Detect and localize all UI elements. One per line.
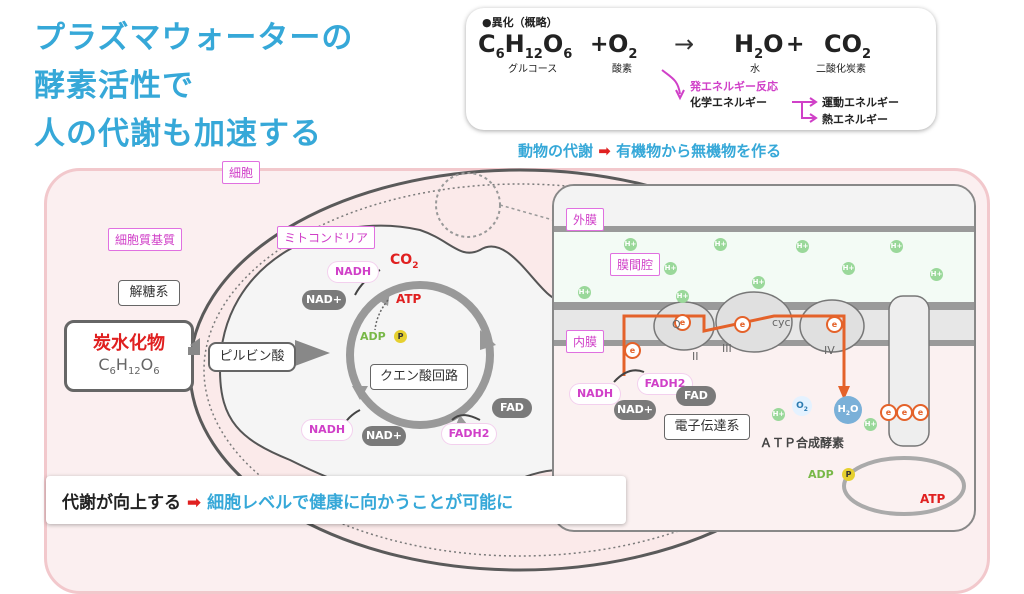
h-ion-icon: H+ <box>752 276 765 289</box>
complex-iii-label: III <box>722 342 732 355</box>
carbohydrate-formula: C6H12O6 <box>98 355 160 378</box>
nadh-top-pill: NADH <box>328 262 378 282</box>
h-ion-icon: H+ <box>796 240 809 253</box>
mitochondria-label: ミトコンドリア <box>277 226 376 249</box>
nad-top-pill: NAD+ <box>302 290 346 310</box>
h-ion-icon: H+ <box>664 262 677 275</box>
glycolysis-box: 解糖系 <box>118 280 180 306</box>
reaction-arrow: → <box>674 30 695 58</box>
adp-membrane: ADP <box>808 468 834 481</box>
h-ion-icon: H+ <box>772 408 785 421</box>
banner-right-text: 細胞レベルで健康に向かうことが可能に <box>207 493 514 513</box>
catabolism-box: ●異化（概略） C6H12O6 グルコース + O2 酸素 → H2O 水 + … <box>466 8 936 130</box>
h-ion-icon: H+ <box>676 290 689 303</box>
title-line-3: 人の代謝も加速する <box>34 116 322 152</box>
h-ion-icon: H+ <box>714 238 727 251</box>
atp-mito: ATP <box>396 292 422 306</box>
banner-left-text: 代謝が向上する <box>62 493 181 513</box>
nadh-bottom-pill: NADH <box>302 420 352 440</box>
animal-metabolism-result: 有機物から無機物を作る <box>616 142 782 160</box>
catabolism-header: ●異化（概略） <box>482 16 558 29</box>
atp-synthase-label: ＡＴＰ合成酵素 <box>760 436 845 450</box>
h-ion-icon: H+ <box>624 238 637 251</box>
electron-icon: e <box>826 316 843 333</box>
glucose-label: グルコース <box>508 64 558 75</box>
plus-sign-2: + <box>786 32 805 57</box>
fadh2-mito-pill: FADH2 <box>442 424 496 444</box>
phosphate-icon: P <box>394 330 407 343</box>
membrane-zoom-panel <box>552 184 976 532</box>
animal-metabolism-line: 動物の代謝 ➡ 有機物から無機物を作る <box>518 140 781 161</box>
electron-icon: e <box>880 404 897 421</box>
bottom-banner: 代謝が向上する ➡ 細胞レベルで健康に向かうことが可能に <box>46 476 626 524</box>
phosphate-icon: P <box>842 468 855 481</box>
h-ion-icon: H+ <box>842 262 855 275</box>
etc-box: 電子伝達系 <box>664 414 750 440</box>
fad-membrane-pill: FAD <box>676 386 716 406</box>
outer-membrane-label: 外膜 <box>566 208 605 231</box>
oxygen-label: 酸素 <box>612 64 632 75</box>
title-line-2: 酵素活性で <box>34 68 194 104</box>
nad-bottom-pill: NAD+ <box>362 426 406 446</box>
chemical-energy-label: 化学エネルギー <box>690 96 767 109</box>
title-line-1: プラズマウォーターの <box>34 20 354 56</box>
adp-mito: ADP <box>360 330 386 343</box>
heat-energy-label: 熱エネルギー <box>822 113 888 126</box>
glucose-formula: C6H12O6 <box>478 30 573 62</box>
co2-label: 二酸化炭素 <box>816 64 866 75</box>
complex-ii-label: II <box>692 350 699 363</box>
pyruvate-box: ピルビン酸 <box>208 342 296 372</box>
complex-iv-label: IV <box>824 344 835 357</box>
h-ion-icon: H+ <box>890 240 903 253</box>
animal-metabolism-label: 動物の代謝 <box>518 142 594 160</box>
electron-icon: e <box>674 314 691 331</box>
o2-molecule: O2 <box>792 396 812 416</box>
membrane-illustration <box>554 186 974 516</box>
nad-membrane-pill: NAD+ <box>614 400 656 420</box>
h-ion-icon: H+ <box>578 286 591 299</box>
nadh-membrane-pill: NADH <box>570 384 620 404</box>
cytoplasm-label: 細胞質基質 <box>108 228 183 251</box>
atp-membrane: ATP <box>920 492 946 506</box>
h-ion-icon: H+ <box>864 418 877 431</box>
cyc-label: cyc <box>772 316 791 329</box>
electron-icon: e <box>896 404 913 421</box>
carbohydrate-box: 炭水化物 C6H12O6 <box>64 320 194 392</box>
cell-label: 細胞 <box>222 161 261 184</box>
h-ion-icon: H+ <box>930 268 943 281</box>
banner-arrow-icon: ➡ <box>186 493 202 513</box>
plus-sign: + <box>590 32 609 57</box>
red-arrow-icon: ➡ <box>598 142 611 160</box>
fad-mito-pill: FAD <box>492 398 532 418</box>
oxygen-formula: O2 <box>608 30 638 62</box>
carbohydrate-label: 炭水化物 <box>93 333 165 354</box>
co2-mito: CO2 <box>390 252 419 271</box>
electron-icon: e <box>912 404 929 421</box>
intermembrane-label: 膜間腔 <box>610 253 661 276</box>
water-label: 水 <box>750 64 760 75</box>
exergonic-label: 発エネルギー反応 <box>690 80 778 93</box>
q-label: Q <box>672 318 681 331</box>
h2o-molecule: H2O <box>834 396 862 424</box>
inner-membrane-label: 内膜 <box>566 330 605 353</box>
kinetic-energy-label: 運動エネルギー <box>822 96 899 109</box>
water-formula: H2O <box>734 30 784 62</box>
electron-icon: e <box>624 342 641 359</box>
citric-cycle-box: クエン酸回路 <box>370 364 468 390</box>
energy-arrows <box>661 69 818 123</box>
electron-icon: e <box>734 316 751 333</box>
co2-formula: CO2 <box>824 30 872 62</box>
